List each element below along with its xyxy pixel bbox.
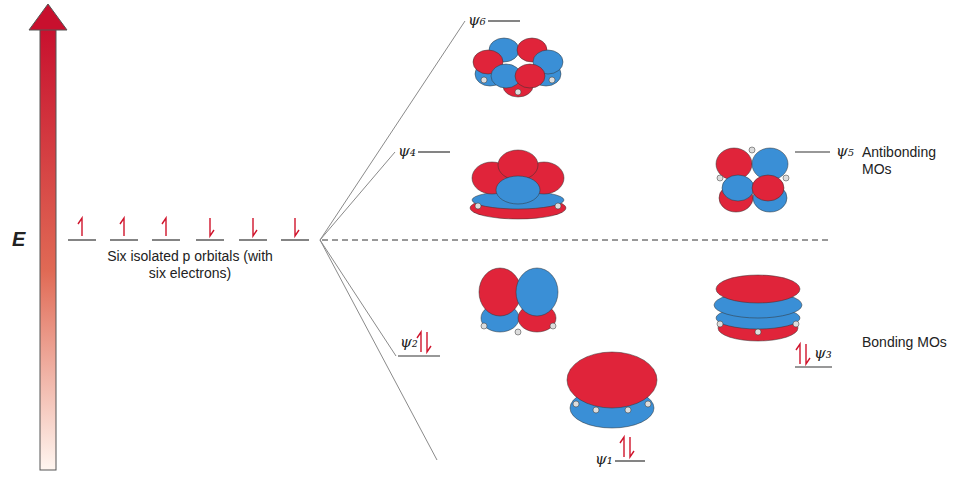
orbital-psi4 — [470, 150, 566, 219]
orbital-psi2 — [479, 268, 558, 335]
orbital-caption: Six isolated p orbitals (with six electr… — [100, 248, 280, 282]
orbital-label: ψ₁ — [595, 450, 613, 468]
orbital-psi3 — [714, 275, 802, 341]
axis-label: E — [12, 228, 25, 250]
nonbonding-line — [322, 240, 832, 241]
group-label: Bonding MOs — [862, 334, 952, 351]
electron-arrows — [78, 218, 810, 457]
orbital-psi5 — [716, 147, 789, 212]
orbital-label: ψ₆ — [468, 11, 486, 29]
orbital-psi6 — [473, 38, 563, 97]
orbital-label: ψ₅ — [836, 142, 854, 160]
orbital-label: ψ₄ — [398, 142, 416, 160]
energy-arrow — [29, 4, 67, 470]
group-label: Antibonding MOs — [862, 144, 952, 178]
orbital-psi1 — [567, 352, 657, 428]
mo-levels — [398, 21, 832, 461]
orbital-label: ψ₃ — [814, 344, 832, 362]
orbital-label: ψ₂ — [400, 333, 418, 351]
p-orbital-levels — [68, 239, 309, 240]
